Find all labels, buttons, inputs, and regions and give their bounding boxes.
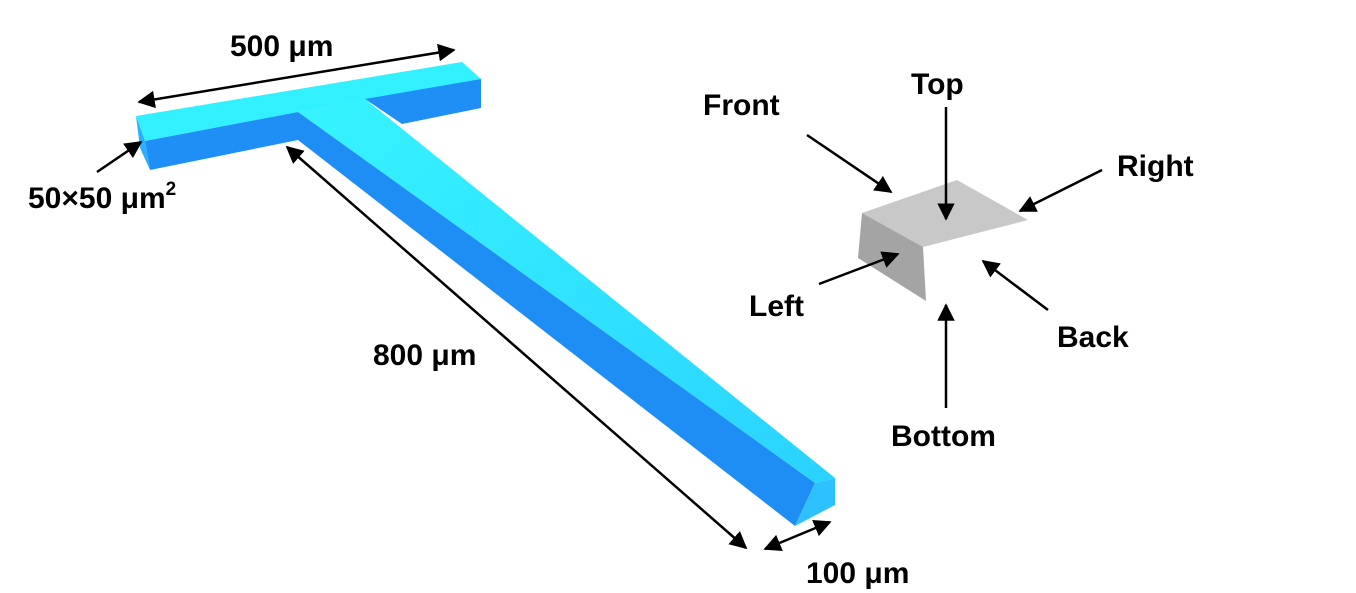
arrow-back	[981, 259, 1049, 311]
label-bottom: Bottom	[891, 420, 996, 453]
stem-length-label: 800 μm	[373, 339, 476, 372]
crossbar-length-label: 500 μm	[230, 30, 333, 63]
stem-width-label: 100 μm	[806, 557, 909, 590]
stem-end-face	[795, 478, 835, 526]
t-beam	[136, 62, 835, 526]
label-left: Left	[749, 290, 804, 323]
cross-section-arrow	[96, 140, 143, 174]
arrow-left	[818, 251, 900, 286]
orientation-legend: Top Front Right Left Back Bottom	[703, 68, 1194, 453]
crossbar-end-face	[136, 116, 150, 170]
arrow-front	[806, 133, 893, 194]
dimension-arrows	[96, 43, 832, 552]
crossbar-side-face	[145, 112, 298, 170]
label-front: Front	[703, 89, 780, 122]
stem-width-arrow	[763, 519, 832, 552]
cross-section-label: 50×50 μm2	[28, 179, 176, 215]
crossbar-length-arrow	[137, 43, 456, 109]
arrow-right	[1018, 168, 1103, 213]
label-back: Back	[1057, 321, 1129, 354]
stem-length-arrow	[285, 145, 748, 550]
label-right: Right	[1117, 150, 1194, 183]
stem-side-face	[298, 112, 815, 526]
label-top: Top	[911, 68, 964, 101]
